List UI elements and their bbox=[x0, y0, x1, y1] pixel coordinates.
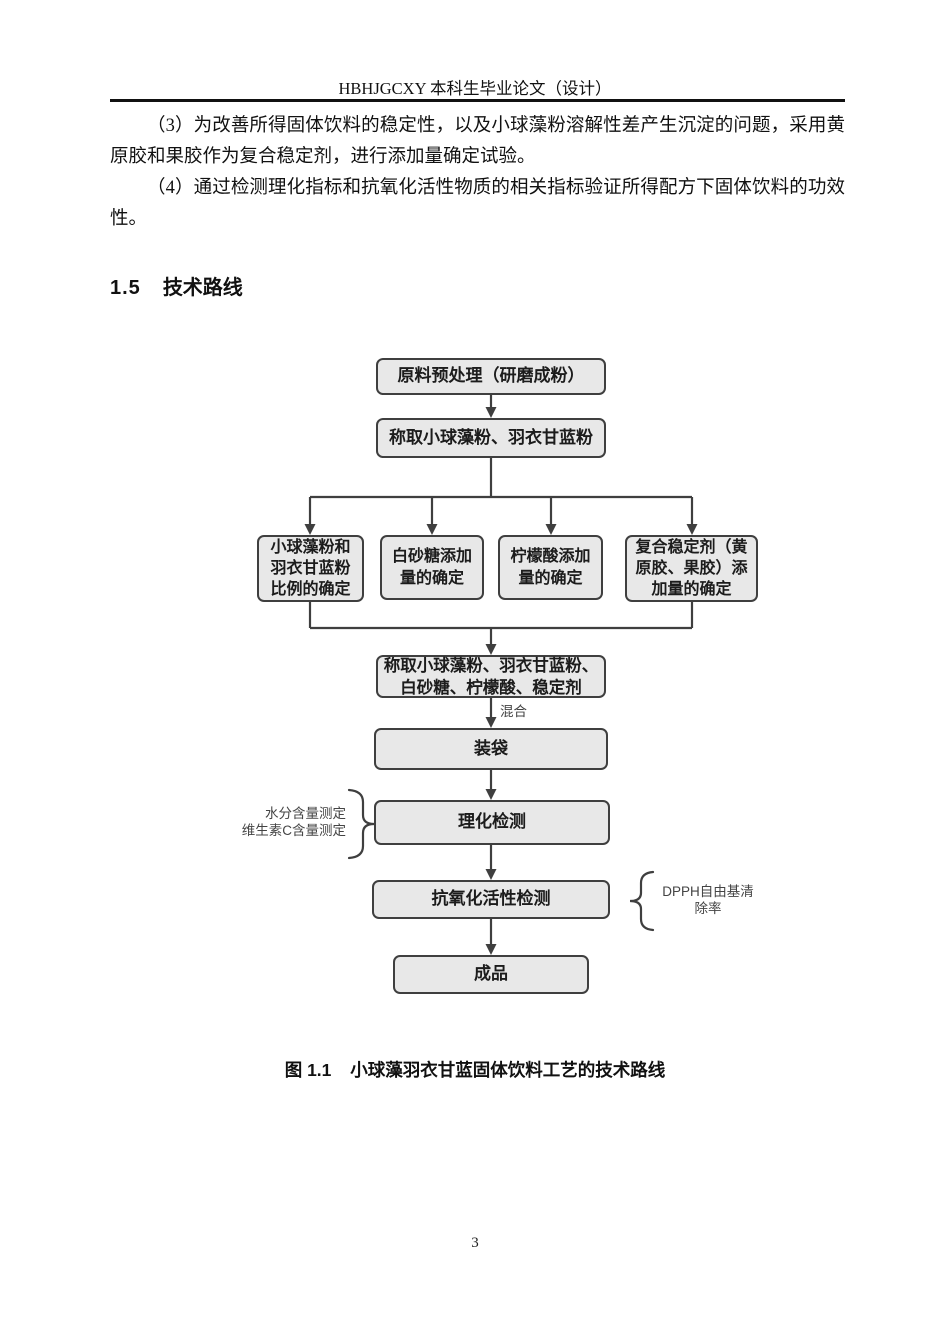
flow-node-antioxidant-test: 抗氧化活性检测 bbox=[372, 880, 610, 919]
figure-caption-text: 小球藻羽衣甘蓝固体饮料工艺的技术路线 bbox=[350, 1060, 666, 1080]
right-brace bbox=[629, 870, 655, 932]
flow-node-final-product: 成品 bbox=[393, 955, 589, 994]
flow-node-pretreatment: 原料预处理（研磨成粉） bbox=[376, 358, 606, 395]
section-title: 技术路线 bbox=[162, 277, 243, 299]
flow-node-physchem-test: 理化检测 bbox=[374, 800, 610, 845]
figure-number: 图 1.1 bbox=[284, 1060, 332, 1080]
flow-node-stabilizer: 复合稳定剂（黄 原胶、果胶）添 加量的确定 bbox=[625, 535, 758, 602]
running-head: HBHJGCXY 本科生毕业论文（设计） bbox=[338, 79, 612, 98]
flow-node-ratio: 小球藻粉和 羽衣甘蓝粉 比例的确定 bbox=[257, 535, 364, 602]
flow-node-citric: 柠檬酸添加 量的确定 bbox=[498, 535, 603, 600]
body-text: （3）为改善所得固体饮料的稳定性，以及小球藻粉溶解性差产生沉淀的问题，采用黄原胶… bbox=[110, 111, 845, 235]
figure-caption: 图 1.1 小球藻羽衣甘蓝固体饮料工艺的技术路线 bbox=[0, 1057, 950, 1082]
flow-node-bagging: 装袋 bbox=[374, 728, 608, 770]
page-number: 3 bbox=[471, 1235, 479, 1251]
flow-node-weigh-all: 称取小球藻粉、羽衣甘蓝粉、 白砂糖、柠檬酸、稳定剂 bbox=[376, 655, 606, 698]
paragraph-3: （3）为改善所得固体饮料的稳定性，以及小球藻粉溶解性差产生沉淀的问题，采用黄原胶… bbox=[110, 116, 845, 167]
section-number: 1.5 bbox=[110, 277, 141, 299]
paragraph-4: （4）通过检测理化指标和抗氧化活性物质的相关指标验证所得配方下固体饮料的功效性。 bbox=[110, 178, 845, 229]
flow-node-weigh-raw: 称取小球藻粉、羽衣甘蓝粉 bbox=[376, 418, 606, 458]
physchem-note: 水分含量测定 维生素C含量测定 bbox=[241, 806, 346, 838]
antioxidant-note: DPPH自由基清 除率 bbox=[662, 884, 754, 916]
flow-node-sugar: 白砂糖添加 量的确定 bbox=[380, 535, 484, 600]
mix-step-label: 混合 bbox=[500, 704, 527, 719]
section-heading: 1.5 技术路线 bbox=[110, 271, 243, 300]
left-brace bbox=[347, 788, 375, 860]
header-rule bbox=[110, 99, 845, 102]
